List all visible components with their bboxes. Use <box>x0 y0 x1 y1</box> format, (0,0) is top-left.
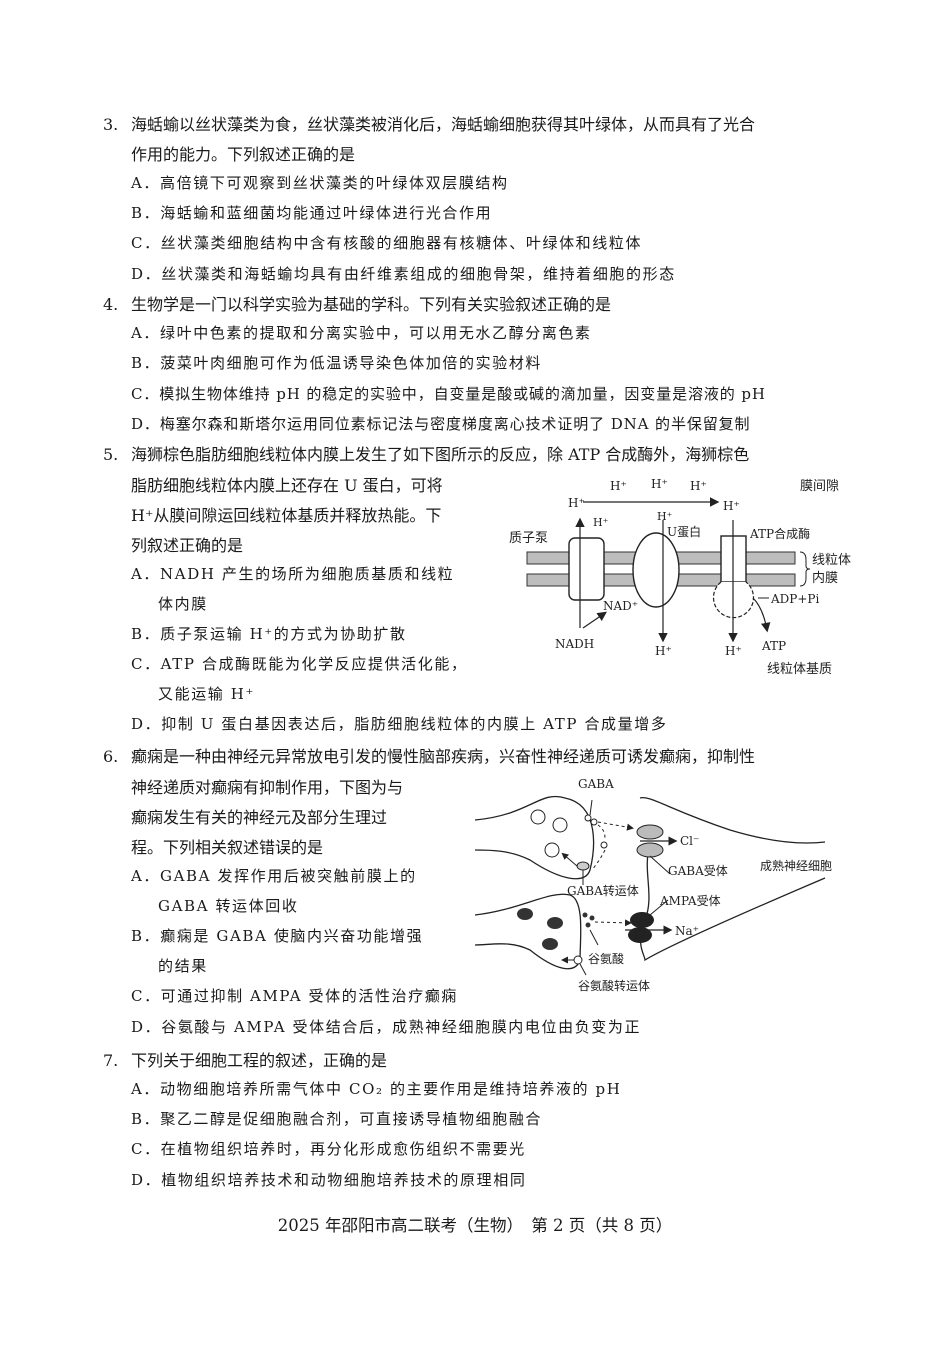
label-intermembrane-space: 膜间隙 <box>800 479 839 494</box>
svg-text:H⁺: H⁺ <box>723 499 740 513</box>
label-glutamate: 谷氨酸 <box>588 951 624 966</box>
q7-option-b: B．聚乙二醇是促细胞融合剂，可直接诱导植物细胞融合 <box>131 1110 543 1128</box>
label-atp: ATP <box>761 639 786 653</box>
q4-option-a: A．绿叶中色素的提取和分离实验中，可以用无水乙醇分离色素 <box>131 324 592 342</box>
svg-text:H⁺: H⁺ <box>593 516 609 529</box>
q6-stem-line-1: 6.癫痫是一种由神经元异常放电引发的慢性脑部疾病，兴奋性神经递质可诱发癫痫，抑制… <box>103 747 756 766</box>
label-proton-pump: 质子泵 <box>509 531 548 546</box>
q6-option-b-cont: 的结果 <box>158 957 208 975</box>
svg-text:H⁺: H⁺ <box>651 477 668 491</box>
q3-option-a: A．高倍镜下可观察到丝状藻类的叶绿体双层膜结构 <box>131 174 509 192</box>
svg-text:H⁺: H⁺ <box>655 644 672 658</box>
label-na: Na⁺ <box>675 924 699 938</box>
synapse-diagram: GABA Cl⁻ GABA受体 成熟神经细胞 GABA转运体 AMPA受体 Na… <box>474 777 832 993</box>
q4-stem-line-1: 4.生物学是一门以科学实验为基础的学科。下列有关实验叙述正确的是 <box>103 295 612 314</box>
mitochondria-membrane-diagram: 膜间隙 H⁺ H⁺ H⁺ H⁺ H⁺ H⁺ H⁺ 质子泵 U蛋白 ATP合成酶 … <box>509 477 851 677</box>
q6-stem-line-3: 癫痫发生有关的神经元及部分生理过 <box>131 808 388 827</box>
q3-option-c: C．丝状藻类细胞结构中含有核酸的细胞器有核糖体、叶绿体和线粒体 <box>131 234 643 252</box>
q3-option-d: D．丝状藻类和海蛞蝓均具有由纤维素组成的细胞骨架，维持着细胞的形态 <box>131 265 676 283</box>
q4-option-b: B．菠菜叶肉细胞可作为低温诱导染色体加倍的实验材料 <box>131 354 543 372</box>
q6-option-a: A．GABA 发挥作用后被突触前膜上的 <box>131 867 417 885</box>
q4-option-c: C．模拟生物体维持 pH 的稳定的实验中，自变量是酸或碱的滴加量，因变量是溶液的… <box>131 385 766 403</box>
q5-stem-line-2: 脂肪细胞线粒体内膜上还存在 U 蛋白，可将 <box>131 476 443 495</box>
svg-text:H⁺: H⁺ <box>690 479 707 493</box>
label-u-protein: U蛋白 <box>667 524 701 539</box>
label-adp-pi: ADP+Pi <box>770 592 819 606</box>
label-mature-neuron: 成熟神经细胞 <box>760 858 832 873</box>
page-footer: 2025 年邵阳市高二联考（生物） 第 2 页（共 8 页） <box>277 1216 673 1235</box>
q7-option-c: C．在植物组织培养时，再分化形成愈伤组织不需要光 <box>131 1140 526 1158</box>
q5-option-c-cont: 又能运输 H⁺ <box>158 685 255 703</box>
q6-option-a-cont: GABA 转运体回收 <box>158 897 299 915</box>
q6-option-c: C．可通过抑制 AMPA 受体的活性治疗癫痫 <box>131 987 458 1005</box>
label-ampa-receptor: AMPA受体 <box>659 894 721 908</box>
label-cl: Cl⁻ <box>680 834 699 848</box>
svg-text:H⁺: H⁺ <box>657 510 673 523</box>
q5-stem-line-4: 列叙述正确的是 <box>131 536 244 555</box>
label-atp-synthase: ATP合成酶 <box>749 526 810 541</box>
q5-option-a: A．NADH 产生的场所为细胞质基质和线粒 <box>131 565 455 583</box>
q3-option-b: B．海蛞蝓和蓝细菌均能通过叶绿体进行光合作用 <box>131 204 493 222</box>
label-gaba: GABA <box>578 777 614 791</box>
q6-stem-line-2: 神经递质对癫痫有抑制作用，下图为与 <box>131 778 404 797</box>
q5-option-a-cont: 体内膜 <box>158 595 208 613</box>
label-nad: NAD⁺ <box>603 599 638 613</box>
svg-text:H⁺: H⁺ <box>725 644 742 658</box>
svg-text:H⁺: H⁺ <box>610 479 627 493</box>
q5-option-b: B．质子泵运输 H⁺的方式为协助扩散 <box>131 625 407 643</box>
label-matrix: 线粒体基质 <box>767 662 832 677</box>
q7-option-a: A．动物细胞培养所需气体中 CO₂ 的主要作用是维持培养液的 pH <box>131 1080 622 1098</box>
label-gaba-transporter: GABA转运体 <box>567 883 639 898</box>
svg-text:线粒体: 线粒体 <box>812 553 851 568</box>
q5-stem-line-3: H⁺从膜间隙运回线粒体基质并释放热能。下 <box>131 506 442 525</box>
q6-stem-line-4: 程。下列相关叙述错误的是 <box>131 838 324 857</box>
q5-option-c: C．ATP 合成酶既能为化学反应提供活化能， <box>131 655 468 673</box>
q7-stem-line-1: 7.下列关于细胞工程的叙述，正确的是 <box>103 1051 388 1070</box>
q5-option-d: D．抑制 U 蛋白基因表达后，脂肪细胞线粒体的内膜上 ATP 合成量增多 <box>131 715 668 733</box>
label-gaba-receptor: GABA受体 <box>668 864 728 878</box>
q6-option-d: D．谷氨酸与 AMPA 受体结合后，成熟神经细胞膜内电位由负变为正 <box>131 1018 642 1036</box>
label-nadh: NADH <box>555 637 594 651</box>
svg-text:内膜: 内膜 <box>812 570 838 586</box>
q5-stem-line-1: 5.海狮棕色脂肪细胞线粒体内膜上发生了如下图所示的反应，除 ATP 合成酶外，海… <box>103 445 750 464</box>
q3-stem-line-1: 3.海蛞蝓以丝状藻类为食，丝状藻类被消化后，海蛞蝓细胞获得其叶绿体，从而具有了光… <box>103 115 756 134</box>
q7-option-d: D．植物组织培养技术和动物细胞培养技术的原理相同 <box>131 1171 527 1189</box>
q3-stem-line-2: 作用的能力。下列叙述正确的是 <box>131 145 356 164</box>
label-glutamate-transporter: 谷氨酸转运体 <box>578 978 650 993</box>
q6-option-b: B．癫痫是 GABA 使脑内兴奋功能增强 <box>131 927 424 945</box>
svg-text:H⁺: H⁺ <box>568 496 585 510</box>
q4-option-d: D．梅塞尔森和斯塔尔运用同位素标记法与密度梯度离心技术证明了 DNA 的半保留复… <box>131 415 751 433</box>
